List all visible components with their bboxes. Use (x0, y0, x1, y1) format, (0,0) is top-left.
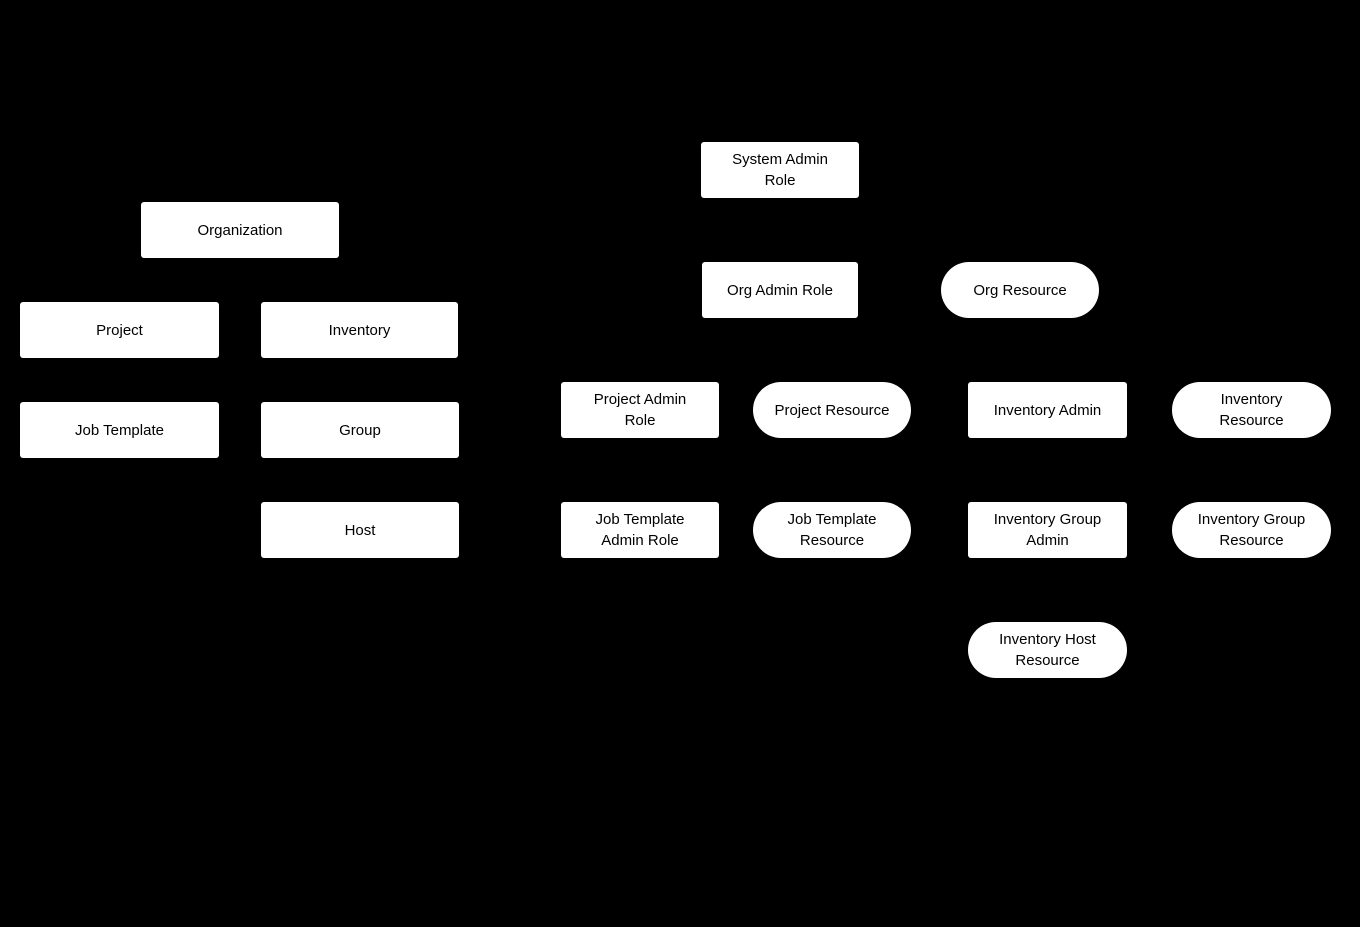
node-org-admin-role: Org Admin Role (702, 262, 858, 318)
node-organization-label: Organization (197, 221, 283, 239)
node-system-admin-role: System Admin Role (701, 142, 859, 198)
node-inventory-admin: Inventory Admin (968, 382, 1127, 438)
node-inventory-resource: Inventory Resource (1172, 382, 1331, 438)
node-job-template-admin-role: Job Template Admin Role (561, 502, 719, 558)
node-inventory-admin-label: Inventory Admin (993, 401, 1102, 419)
node-inventory-resource-label: Inventory Resource (1219, 391, 1284, 429)
node-inventory-group-admin: Inventory Group Admin (968, 502, 1127, 558)
node-org-resource-label: Org Resource (973, 281, 1067, 299)
node-inventory-label: Inventory (328, 321, 391, 339)
node-host: Host (261, 502, 459, 558)
node-project-label: Project (96, 321, 143, 339)
node-project-resource-label: Project Resource (774, 401, 890, 419)
node-job-template-admin-role-label: Job Template Admin Role (595, 511, 685, 549)
node-organization: Organization (141, 202, 339, 258)
node-job-template-resource: Job Template Resource (753, 502, 911, 558)
node-inventory: Inventory (261, 302, 458, 358)
node-project: Project (20, 302, 219, 358)
node-project-admin-role: Project Admin Role (561, 382, 719, 438)
node-inventory-host-resource: Inventory Host Resource (968, 622, 1127, 678)
node-inventory-group-resource: Inventory Group Resource (1172, 502, 1331, 558)
node-project-admin-role-label: Project Admin Role (593, 391, 687, 429)
node-org-admin-role-label: Org Admin Role (727, 281, 833, 299)
node-job-template-resource-label: Job Template Resource (787, 511, 877, 549)
node-inventory-group-admin-label: Inventory Group Admin (993, 511, 1102, 549)
node-inventory-host-resource-label: Inventory Host Resource (999, 631, 1096, 669)
node-host-label: Host (344, 521, 376, 539)
node-inventory-group-resource-label: Inventory Group Resource (1197, 511, 1306, 549)
node-job-template-label: Job Template (75, 421, 164, 439)
node-group-label: Group (339, 421, 381, 439)
node-project-resource: Project Resource (753, 382, 911, 438)
node-system-admin-role-label: System Admin Role (732, 151, 828, 189)
node-org-resource: Org Resource (941, 262, 1099, 318)
node-job-template: Job Template (20, 402, 219, 458)
node-group: Group (261, 402, 459, 458)
